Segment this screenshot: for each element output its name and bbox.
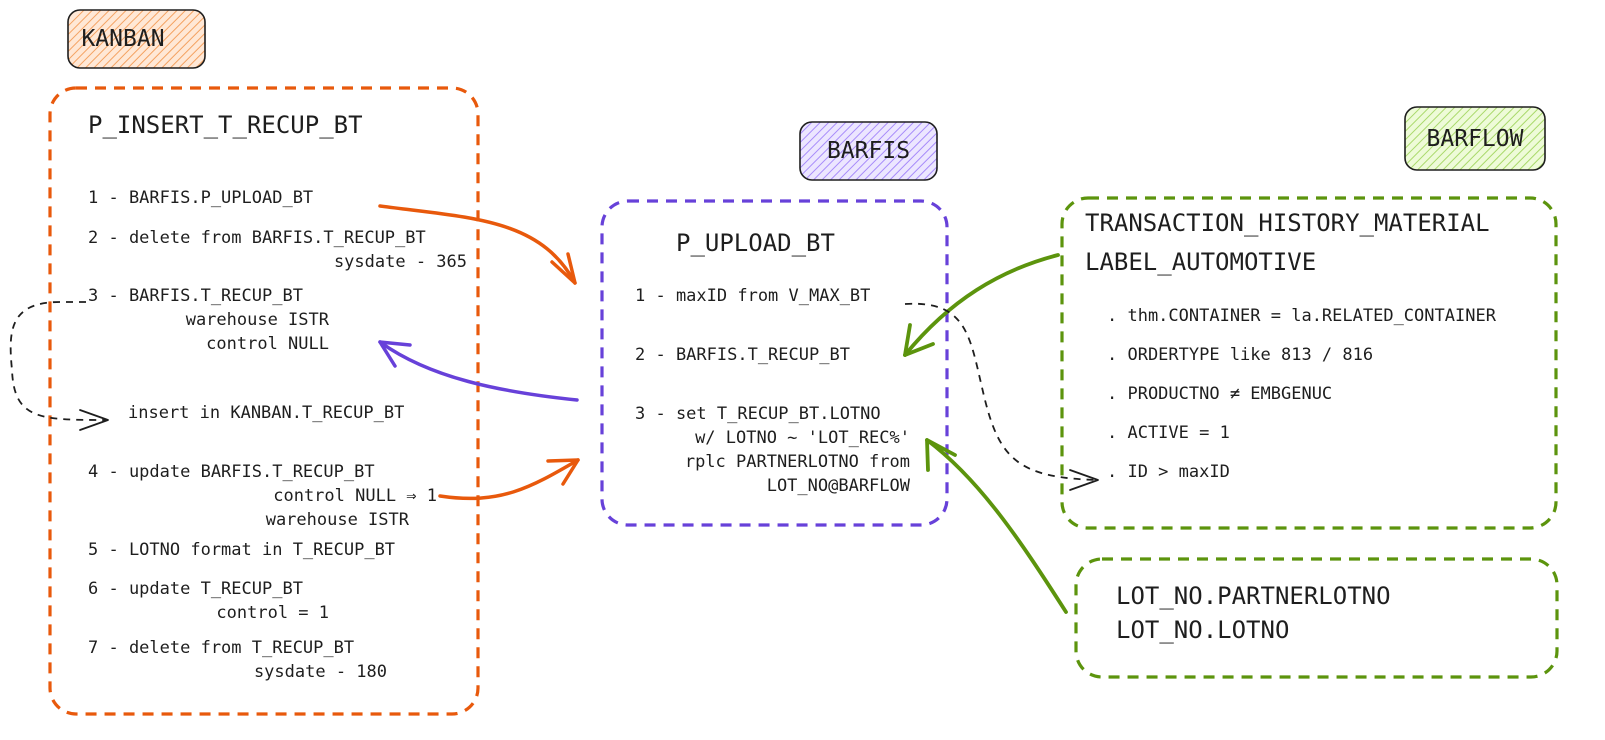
kanban-step-3: 3 - BARFIS.T_RECUP_BT	[88, 286, 303, 306]
arrowhead-insert	[79, 409, 109, 431]
arrowhead-maxid	[1069, 469, 1099, 491]
arrow-kanban-step1-to-barfis	[378, 204, 577, 285]
barfis-group-label: BARFIS	[826, 138, 911, 164]
arrow-kanban-step4-to-barfis	[438, 458, 580, 501]
barfis-step-2: 2 - BARFIS.T_RECUP_BT	[635, 345, 850, 365]
lotno-column-2: LOT_NO.LOTNO	[1116, 616, 1290, 644]
kanban-step-6-detail: control = 1	[216, 603, 329, 623]
barfis-procedure-title: P_UPLOAD_BT	[676, 229, 835, 257]
lotno-column-1: LOT_NO.PARTNERLOTNO	[1116, 582, 1391, 610]
kanban-group-tag	[67, 9, 206, 69]
arrow-barfis-to-kanban-step3	[378, 340, 579, 402]
kanban-procedure-box	[48, 86, 480, 716]
kanban-step-6: 6 - update T_RECUP_BT	[88, 579, 303, 599]
kanban-step-4-warehouse: warehouse ISTR	[265, 510, 409, 530]
barflow-condition-3: . PRODUCTNO ≠ EMBGENUC	[1107, 384, 1333, 404]
arrowhead-lotno	[925, 438, 957, 472]
barflow-condition-5: . ID > maxID	[1107, 462, 1230, 482]
kanban-step-1: 1 - BARFIS.P_UPLOAD_BT	[88, 188, 314, 208]
arrow-maxid-to-condition	[904, 302, 1099, 481]
lotno-columns-box	[1074, 557, 1559, 679]
barflow-condition-2: . ORDERTYPE like 813 / 816	[1107, 345, 1374, 365]
barflow-condition-1: . thm.CONTAINER = la.RELATED_CONTAINER	[1107, 306, 1496, 326]
barflow-table-1: TRANSACTION_HISTORY_MATERIAL	[1085, 209, 1490, 237]
barfis-step-3: 3 - set T_RECUP_BT.LOTNO	[635, 404, 881, 424]
barfis-step-3-replace: rplc PARTNERLOTNO from	[684, 452, 910, 472]
kanban-step-2-detail: sysdate - 365	[333, 252, 467, 272]
barfis-step-3-filter: w/ LOTNO ~ 'LOT_REC%'	[695, 428, 910, 448]
kanban-insert-step: insert in KANBAN.T_RECUP_BT	[128, 403, 405, 423]
arrow-barflow-to-barfis-step2	[903, 253, 1060, 357]
barflow-group-tag	[1404, 106, 1546, 171]
kanban-step-3-warehouse: warehouse ISTR	[185, 310, 329, 330]
kanban-step-3-control: control NULL	[206, 334, 329, 354]
barflow-condition-4: . ACTIVE = 1	[1107, 423, 1230, 443]
arrowhead-kanban-step4	[546, 458, 580, 486]
kanban-step-7: 7 - delete from T_RECUP_BT	[88, 638, 355, 658]
kanban-step-2: 2 - delete from BARFIS.T_RECUP_BT	[88, 228, 426, 248]
barfis-group-tag	[799, 121, 938, 181]
arrowhead-kanban-step1	[550, 252, 577, 285]
barflow-group-label: BARFLOW	[1426, 126, 1524, 152]
kanban-step-4: 4 - update BARFIS.T_RECUP_BT	[88, 462, 375, 482]
kanban-step-7-detail: sysdate - 180	[253, 662, 387, 682]
arrowhead-barfis-return	[378, 340, 412, 368]
barflow-table-2: LABEL_AUTOMOTIVE	[1085, 248, 1317, 276]
barfis-step-1: 1 - maxID from V_MAX_BT	[635, 286, 871, 306]
barfis-step-3-source: LOT_NO@BARFLOW	[766, 476, 910, 496]
kanban-procedure-title: P_INSERT_T_RECUP_BT	[88, 111, 363, 139]
kanban-group-label: KANBAN	[81, 26, 165, 52]
kanban-step-4-control: control NULL ⇒ 1	[273, 486, 437, 506]
arrowhead-barflow-step2	[903, 323, 935, 357]
arrow-lotno-to-barfis-step3	[925, 438, 1068, 614]
kanban-step-5: 5 - LOTNO format in T_RECUP_BT	[88, 540, 396, 560]
arrow-step3-to-insert-loop	[9, 301, 109, 421]
